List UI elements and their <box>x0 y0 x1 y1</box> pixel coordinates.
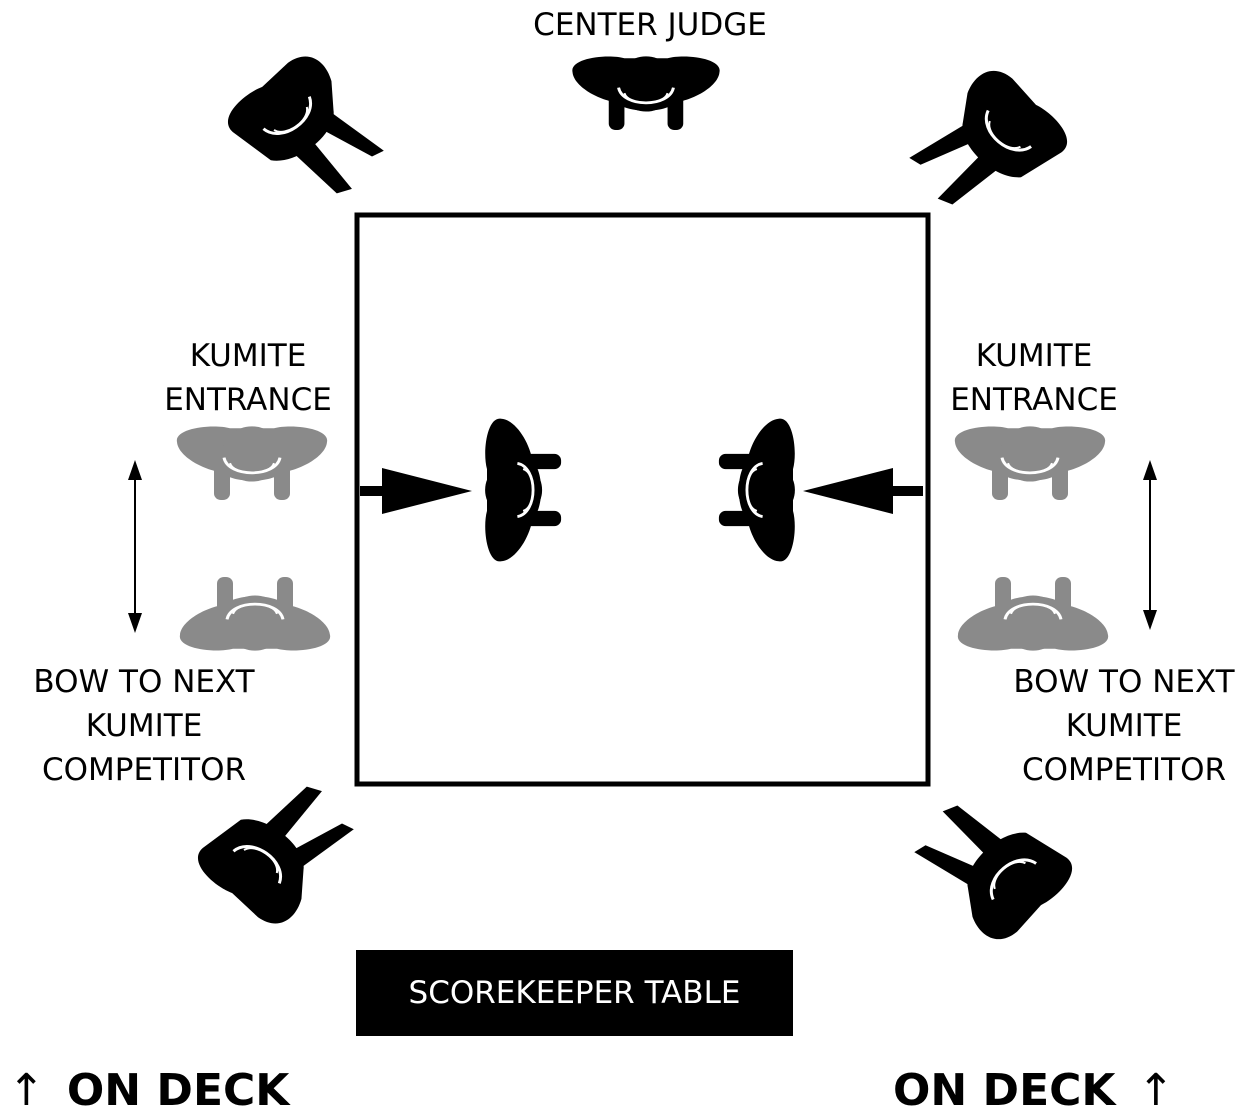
kumite-entrance-right-label: KUMITE ENTRANCE <box>924 334 1144 422</box>
on-deck-right: ON DECK ↑ <box>893 1066 1174 1116</box>
corner-judge-top-left <box>216 45 393 228</box>
entrance-arrow-right <box>803 468 923 514</box>
on-deck-left: ↑ ON DECK <box>8 1066 289 1116</box>
bow-right-line-1: BOW TO NEXT <box>1013 664 1235 700</box>
on-deck-right-label: ON DECK <box>893 1065 1116 1116</box>
bow-left-line-3: COMPETITOR <box>41 752 247 788</box>
waiting-competitor-left-top <box>175 424 329 502</box>
entrance-left-line-2: ENTRANCE <box>164 382 332 418</box>
bow-right-line-2: KUMITE <box>1065 708 1183 744</box>
waiting-competitor-left-bottom <box>178 575 332 653</box>
bow-to-next-left-label: BOW TO NEXT KUMITE COMPETITOR <box>14 660 274 792</box>
center-judge-figure <box>570 54 722 132</box>
waiting-competitor-right-bottom <box>956 575 1110 653</box>
waiting-competitor-right-top <box>953 424 1107 502</box>
swap-arrow-left <box>128 460 142 633</box>
entrance-right-line-2: ENTRANCE <box>950 382 1118 418</box>
competitor-left <box>483 417 563 563</box>
on-deck-left-label: ON DECK <box>66 1065 290 1116</box>
swap-arrow-right <box>1143 460 1157 630</box>
bow-to-next-right-label: BOW TO NEXT KUMITE COMPETITOR <box>994 660 1247 792</box>
center-judge-label: CENTER JUDGE <box>533 7 767 43</box>
up-arrow-icon: ↑ <box>8 1065 45 1116</box>
competition-ring <box>354 212 931 787</box>
entrance-arrow-left <box>360 468 472 514</box>
bow-left-line-2: KUMITE <box>85 708 203 744</box>
entrance-right-line-1: KUMITE <box>975 338 1093 374</box>
entrance-left-line-1: KUMITE <box>189 338 307 374</box>
competitor-right <box>717 417 797 563</box>
corner-judge-bottom-right <box>904 767 1085 951</box>
scorekeeper-table: SCOREKEEPER TABLE <box>356 950 793 1036</box>
up-arrow-icon: ↑ <box>1137 1065 1175 1116</box>
bow-left-line-1: BOW TO NEXT <box>33 664 255 700</box>
bow-right-line-3: COMPETITOR <box>1021 752 1227 788</box>
kumite-entrance-left-label: KUMITE ENTRANCE <box>138 334 358 422</box>
scorekeeper-table-label: SCOREKEEPER TABLE <box>408 975 741 1011</box>
